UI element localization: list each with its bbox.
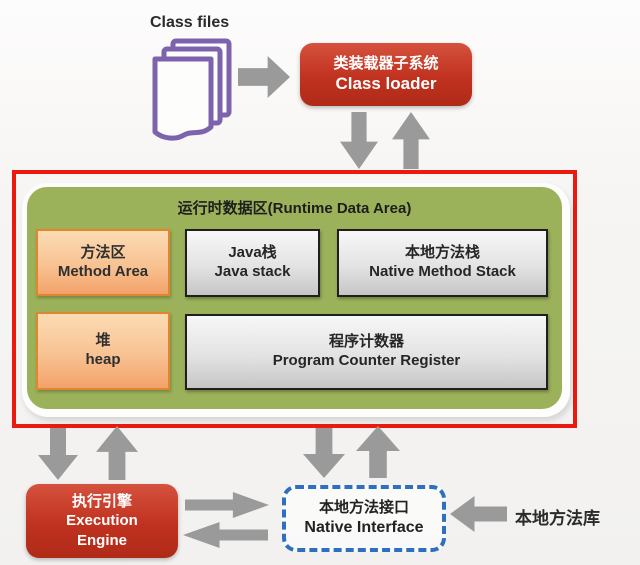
execution-engine-label-en2: Engine xyxy=(76,531,127,549)
class-files-label: Class files xyxy=(150,14,230,31)
arrow-nativelibrary-to-nativeinterface-icon xyxy=(450,496,507,532)
runtime-data-area-title: 运行时数据区(Runtime Data Area) xyxy=(177,200,412,217)
class-loader-label-zh: 类装载器子系统 xyxy=(333,54,439,72)
arrow-runtime-to-engine-icon xyxy=(38,428,78,480)
class-loader-label-en: Class loader xyxy=(335,74,437,94)
heap-box: 堆 heap xyxy=(36,312,170,390)
class-files-documents-icon xyxy=(147,37,237,143)
arrow-nativeinterface-to-runtime-icon xyxy=(356,426,400,478)
arrow-runtime-to-nativeinterface-icon xyxy=(303,428,345,478)
method-area-label-en: Method Area xyxy=(57,262,149,280)
native-interface-label-en: Native Interface xyxy=(304,518,424,536)
execution-engine-box: 执行引擎 Execution Engine xyxy=(26,484,178,558)
program-counter-label-en: Program Counter Register xyxy=(272,352,461,369)
arrow-classloader-up-icon xyxy=(392,112,430,169)
native-method-library-label: 本地方法库 xyxy=(515,509,600,528)
arrow-classfiles-to-classloader-icon xyxy=(238,56,290,98)
heap-label-zh: 堆 xyxy=(95,332,111,350)
native-method-stack-label-zh: 本地方法栈 xyxy=(404,244,480,262)
execution-engine-label-en1: Execution xyxy=(66,512,138,530)
arrow-engine-to-runtime-icon xyxy=(96,426,138,480)
arrow-engine-to-nativeinterface-icon xyxy=(185,492,269,518)
class-loader-box: 类装载器子系统 Class loader xyxy=(300,43,472,106)
runtime-area-highlight-border xyxy=(12,170,577,428)
arrow-classloader-down-icon xyxy=(340,112,378,169)
native-interface-box: 本地方法接口 Native Interface xyxy=(282,485,446,552)
java-stack-label-en: Java stack xyxy=(214,263,291,280)
native-interface-label-zh: 本地方法接口 xyxy=(318,499,409,517)
program-counter-label-zh: 程序计数器 xyxy=(328,333,404,351)
method-area-box: 方法区 Method Area xyxy=(36,229,170,296)
method-area-label-zh: 方法区 xyxy=(80,243,126,261)
program-counter-register-box: 程序计数器 Program Counter Register xyxy=(185,314,548,390)
java-stack-box: Java栈 Java stack xyxy=(185,229,320,297)
native-method-stack-label-en: Native Method Stack xyxy=(369,263,516,280)
arrow-nativeinterface-to-engine-icon xyxy=(183,522,268,548)
heap-label-en: heap xyxy=(85,351,121,368)
java-stack-label-zh: Java栈 xyxy=(228,244,277,262)
native-method-stack-box: 本地方法栈 Native Method Stack xyxy=(337,229,548,297)
execution-engine-label-zh: 执行引擎 xyxy=(71,492,132,510)
